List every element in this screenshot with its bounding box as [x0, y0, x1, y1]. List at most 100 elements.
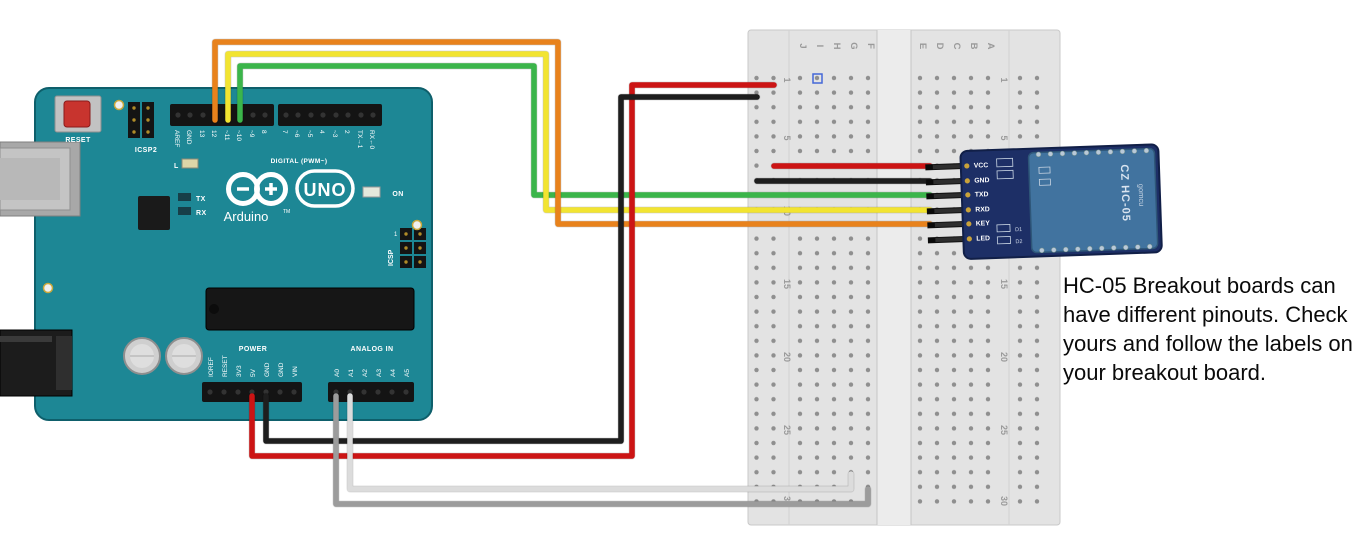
hc05-radio-board	[1027, 147, 1159, 254]
orange-wire-d12-key[interactable]	[212, 39, 933, 227]
column-letter: C	[951, 43, 962, 50]
voltage-regulator	[138, 196, 170, 230]
column-letter: E	[917, 43, 928, 49]
column-letter: D	[934, 43, 945, 50]
led-l-label: L	[174, 163, 179, 170]
icsp2-label: ICSP2	[135, 147, 157, 154]
hc05-pin-label: LED	[976, 235, 990, 242]
hc05-pin-label: KEY	[976, 220, 991, 227]
pin-label: 2	[343, 130, 350, 134]
row-number: 5	[999, 135, 1009, 140]
row-number: 20	[782, 352, 792, 362]
hc05-pin-label: VCC	[974, 162, 989, 169]
brand-text: Arduino	[224, 209, 269, 224]
hc05-board-text2: gomcu	[1137, 184, 1147, 207]
pin-label: AREF	[173, 130, 180, 147]
pin-label: GND	[264, 362, 271, 377]
pin-label: ~10	[235, 130, 242, 141]
led-tx	[178, 193, 191, 201]
green-wire-d10-txd[interactable]	[237, 63, 933, 198]
breadboard[interactable]: J I H G F E D C B A 1 5 10 15 20 25 30 1…	[747, 29, 1061, 526]
model-text: UNO	[304, 180, 347, 200]
pin-label: TX→1	[356, 130, 363, 149]
white-wire-a1[interactable]	[347, 393, 854, 492]
selected-hole-highlight[interactable]	[812, 73, 823, 84]
pin-label: IOREF	[208, 357, 215, 377]
reset-button[interactable]	[54, 95, 102, 133]
pin-label: ~5	[306, 130, 313, 138]
led-rx	[178, 207, 191, 215]
column-letter: A	[985, 43, 996, 50]
icsp-label: ICSP	[388, 249, 395, 266]
analog-header[interactable]	[328, 382, 414, 402]
mounting-hole	[411, 219, 423, 231]
capacitor	[165, 337, 203, 375]
main-left-holes[interactable]	[791, 70, 877, 511]
row-number: 25	[999, 425, 1009, 435]
power-section-label: POWER	[239, 346, 267, 353]
main-right-holes[interactable]	[911, 70, 997, 511]
column-letter: J	[797, 43, 808, 48]
yellow-wire-d11-rxd[interactable]	[225, 51, 933, 213]
column-letter: F	[865, 43, 876, 49]
pin-label: 13	[198, 130, 205, 138]
hc05-solder-pads	[964, 163, 972, 242]
arduino-logo	[226, 172, 288, 206]
hc05-board-text: CZ HC-05	[1118, 164, 1132, 222]
pin-label: GND	[185, 130, 192, 145]
pin-label: 5V	[250, 368, 257, 377]
digital-header-right[interactable]	[278, 104, 382, 126]
mounting-hole	[42, 282, 54, 294]
led-l	[181, 158, 199, 169]
pin-label: RESET	[222, 355, 229, 377]
pin-label: GND	[278, 362, 285, 377]
gray-wire-a0[interactable]	[333, 393, 871, 507]
row-number: 15	[999, 279, 1009, 289]
right-power-rail-holes[interactable]	[1011, 70, 1046, 511]
red-wire-5v-rail[interactable]	[249, 82, 777, 459]
hc05-smd-components	[996, 157, 1051, 245]
row-number: 1	[782, 77, 792, 82]
column-letter: I	[814, 45, 825, 48]
row-number: 5	[782, 135, 792, 140]
uno-badge	[295, 169, 355, 208]
bottom-header-sockets[interactable]	[207, 389, 409, 395]
on-label: ON	[392, 191, 403, 198]
pin-label: A0	[334, 369, 341, 377]
hc05-pin-label: TXD	[975, 191, 989, 198]
digital-header-left[interactable]	[170, 104, 274, 126]
pin-label: 7	[281, 130, 288, 134]
icsp2-header[interactable]	[128, 102, 154, 138]
pin-label: 4	[318, 130, 325, 134]
pin-label: A2	[362, 369, 369, 377]
center-groove	[877, 30, 911, 525]
icsp-header[interactable]	[400, 228, 426, 268]
hc05-module[interactable]: VCC GND TXD RXD KEY LED D1 D2 CZ HC-05 g…	[925, 143, 1163, 260]
pin-label: 12	[210, 130, 217, 138]
hc05-pin-label: RXD	[975, 206, 990, 213]
row-number: 25	[782, 425, 792, 435]
hc05-pin-header[interactable]	[925, 162, 969, 244]
pin-label: ~9	[248, 130, 255, 138]
arduino-uno[interactable]: RESET ICSP2 AREF GND 13 12 ~11 ~10 ~9 8 …	[0, 87, 433, 421]
pin-label: A1	[348, 369, 355, 377]
tx-label: TX	[196, 196, 206, 203]
pin-label: A4	[390, 369, 397, 377]
hc05-castellations	[1035, 147, 1153, 254]
component-label: D1	[1015, 227, 1022, 233]
icsp-pin1-label: 1	[394, 232, 398, 238]
pin-label: A3	[376, 369, 383, 377]
black-wire-gnd-rail[interactable]	[263, 94, 760, 444]
row-number: 15	[782, 279, 792, 289]
left-power-rail-holes[interactable]	[748, 70, 782, 511]
chip-notch	[209, 304, 219, 314]
column-letter: B	[968, 43, 979, 50]
column-letter: H	[831, 43, 842, 50]
digital-section-label: DIGITAL (PWM~)	[271, 158, 328, 165]
led-on	[362, 186, 381, 198]
power-jack	[0, 329, 73, 397]
pin-label: 3V3	[236, 365, 243, 377]
usb-connector	[0, 141, 81, 217]
